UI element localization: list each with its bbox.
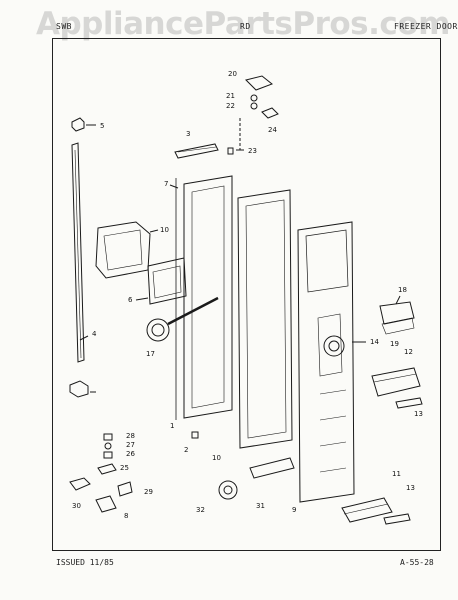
header-model: SWB <box>56 22 72 31</box>
callout-22: 22 <box>226 102 235 110</box>
callout-27: 27 <box>126 441 135 449</box>
part-trim-bar <box>249 457 295 479</box>
issued-date: ISSUED 11/85 <box>56 558 114 567</box>
header-variant: RD <box>240 22 251 31</box>
part-small-bin <box>379 301 415 335</box>
callout-28: 28 <box>126 432 135 440</box>
part-door-bin <box>371 367 421 397</box>
callout-2: 2 <box>184 446 188 454</box>
part-gasket-strip <box>71 142 85 363</box>
callout-29: 29 <box>144 488 153 496</box>
part-dispenser-panel <box>297 221 355 503</box>
callout-13-upper: 13 <box>414 410 423 418</box>
header-section-title: FREEZER DOOR <box>394 22 458 31</box>
part-bottom-bracket <box>69 380 89 398</box>
callout-12: 12 <box>404 348 413 356</box>
callout-10-upper: 10 <box>160 226 169 234</box>
callout-14: 14 <box>370 338 379 346</box>
part-door-gasket <box>237 189 293 449</box>
part-flat-panel <box>147 257 187 305</box>
callout-20: 20 <box>228 70 237 78</box>
part-hinge-clip <box>71 117 85 132</box>
callout-21: 21 <box>226 92 235 100</box>
callout-6-panel: 6 <box>128 296 133 304</box>
callout-30: 30 <box>72 502 81 510</box>
callout-26: 26 <box>126 450 135 458</box>
callout-18: 18 <box>398 286 407 294</box>
part-dispenser-paddle <box>323 335 345 357</box>
callout-32: 32 <box>196 506 205 514</box>
part-top-hinge <box>239 75 279 150</box>
callout-11: 11 <box>392 470 401 478</box>
callout-4: 4 <box>92 330 97 338</box>
callout-9: 9 <box>292 506 296 514</box>
callout-5: 5 <box>100 122 104 130</box>
part-round-knob <box>146 296 219 342</box>
diagram-frame <box>52 38 441 551</box>
part-hinge-pin-stack <box>103 433 113 459</box>
callout-1: 1 <box>170 422 174 430</box>
callout-25: 25 <box>120 464 129 472</box>
callout-3: 3 <box>186 130 190 138</box>
callout-labels: 20 21 22 24 5 3 23 7 10 6 4 17 18 14 19 … <box>72 70 423 520</box>
page-code: A-55-28 <box>400 558 434 567</box>
callout-31: 31 <box>256 502 265 510</box>
part-lower-hinge <box>69 463 133 513</box>
part-round-cap <box>218 480 238 500</box>
callout-8: 8 <box>124 512 128 520</box>
callout-13-lower: 13 <box>406 484 415 492</box>
callout-10-lower: 10 <box>212 454 221 462</box>
callout-7: 7 <box>164 180 168 188</box>
callout-24: 24 <box>268 126 277 134</box>
callout-17: 17 <box>146 350 155 358</box>
part-door-liner <box>175 175 233 420</box>
part-lower-bin <box>341 497 393 523</box>
part-chute-housing <box>95 221 151 279</box>
callout-19: 19 <box>390 340 399 348</box>
callout-23: 23 <box>248 147 257 155</box>
part-handle-bar <box>174 143 219 159</box>
